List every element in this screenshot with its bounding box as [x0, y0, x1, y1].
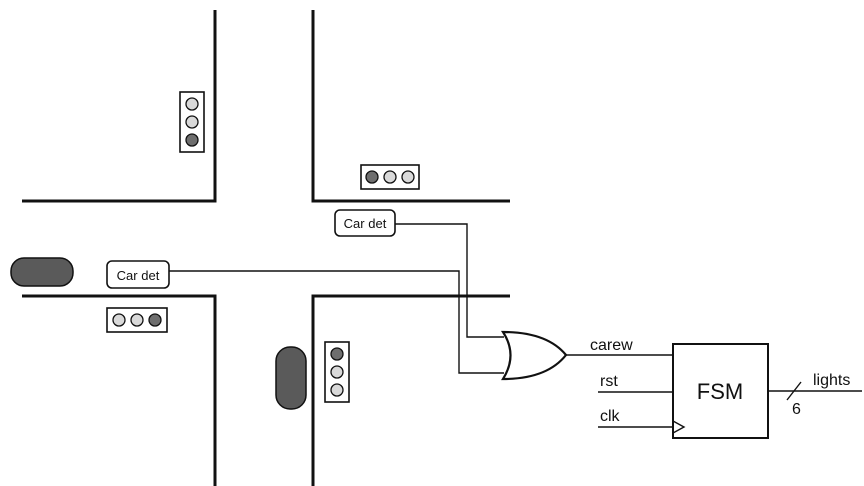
clk-label: clk — [600, 408, 621, 425]
traffic-lamp-1 — [112, 313, 126, 327]
road-edge-northeast — [311, 10, 510, 203]
road-edge-southwest — [22, 294, 217, 486]
road-edge-northwest — [22, 10, 217, 203]
wire-west-detector — [169, 270, 504, 374]
traffic-lamp-1 — [185, 97, 199, 111]
traffic-lamp-2 — [185, 115, 199, 129]
car-detector-box — [106, 260, 170, 289]
traffic-light-north-left — [179, 91, 205, 153]
traffic-lamp-2 — [383, 170, 397, 184]
traffic-lamp-3 — [148, 313, 162, 327]
traffic-lamp-1 — [365, 170, 379, 184]
traffic-lamp-3 — [185, 133, 199, 147]
traffic-light-west — [106, 307, 168, 333]
wire-north-detector — [395, 223, 504, 338]
car-detector-west: Car det — [106, 260, 170, 289]
traffic-lamp-2 — [330, 365, 344, 379]
car-detector-north: Car det — [334, 209, 396, 237]
car-detector-box — [334, 209, 396, 237]
fsm-label: FSM — [697, 379, 743, 404]
carew-label: carew — [590, 337, 633, 354]
road-edge-southeast — [311, 294, 510, 486]
rst-label: rst — [600, 373, 618, 390]
traffic-lamp-3 — [401, 170, 415, 184]
clock-input-marker — [672, 420, 686, 434]
or-gate — [500, 330, 568, 381]
car-detector-label: Car det — [117, 268, 160, 283]
car-detector-label: Car det — [344, 216, 387, 231]
traffic-lamp-3 — [330, 383, 344, 397]
bus-width-slash — [786, 381, 802, 401]
traffic-light-south — [324, 341, 350, 403]
traffic-light-north-right — [360, 164, 420, 190]
traffic-lamp-2 — [130, 313, 144, 327]
traffic-lamp-1 — [330, 347, 344, 361]
car-south — [275, 346, 307, 410]
lights-output-label: lights — [813, 372, 850, 389]
car-west — [10, 257, 74, 287]
intersection-roads — [22, 10, 510, 486]
fsm-block: FSM — [672, 343, 769, 439]
bus-width-label: 6 — [792, 401, 801, 418]
